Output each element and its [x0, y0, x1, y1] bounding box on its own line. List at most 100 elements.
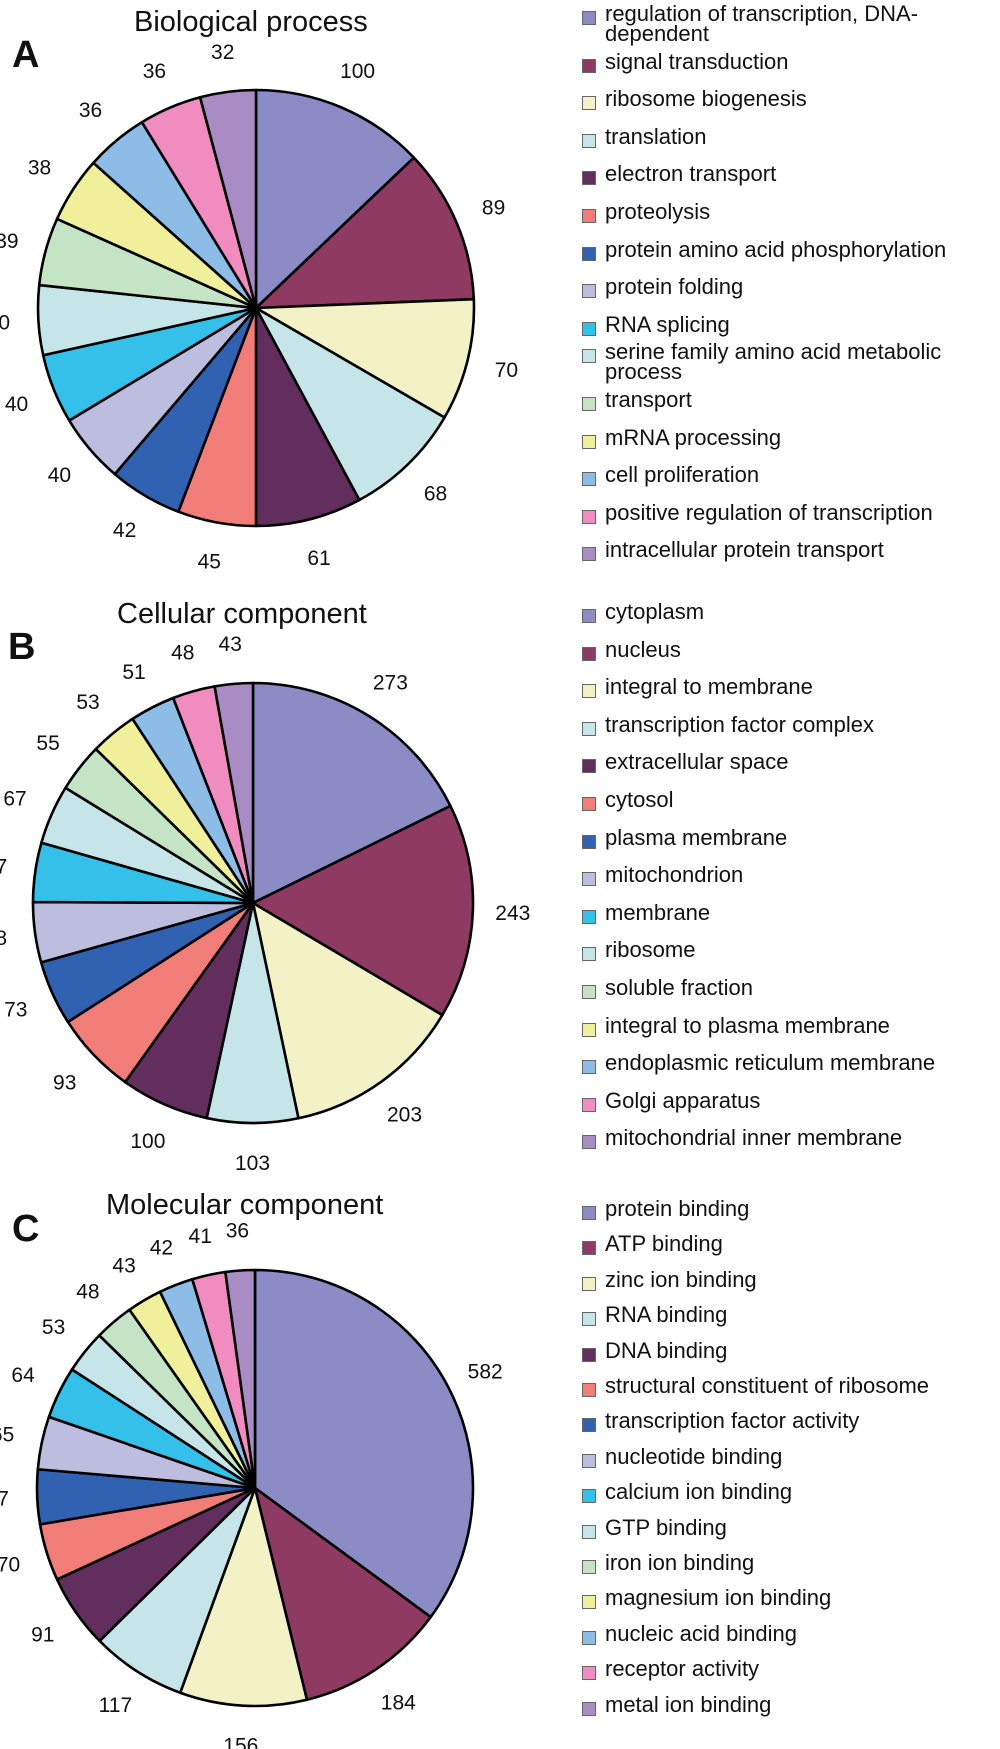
data-label-4: 68	[424, 482, 447, 505]
legend-swatch	[582, 1595, 596, 1610]
legend-swatch	[582, 133, 596, 148]
legend-label: intracellular protein transport	[605, 537, 884, 563]
legend-item: ribosome biogenesis	[582, 88, 1000, 111]
legend-swatch	[582, 1630, 596, 1645]
legend-label: nucleus	[605, 636, 681, 662]
legend-item: protein amino acid phosphorylation	[582, 238, 1000, 261]
data-label-6: 93	[53, 1071, 76, 1094]
legend-item: nucleotide binding	[582, 1443, 1000, 1469]
data-label-2: 89	[482, 196, 505, 219]
pie-slice-5	[254, 306, 361, 528]
legend-swatch	[582, 1347, 596, 1362]
legend-label: nucleic acid binding	[605, 1620, 798, 1646]
legend-label: regulation of transcription, DNA-depende…	[605, 1, 919, 46]
legend-label: cell proliferation	[605, 462, 760, 488]
legend-label: RNA binding	[605, 1302, 728, 1328]
legend-label: transcription factor activity	[605, 1408, 860, 1434]
legend-swatch	[582, 1383, 596, 1397]
pie-slice-15	[198, 88, 258, 310]
pie-slice-15	[224, 1268, 257, 1490]
legend-swatch	[582, 797, 596, 811]
pie-slice-1	[254, 88, 416, 310]
legend-swatch	[582, 721, 596, 736]
data-label-8: 40	[48, 464, 71, 487]
legend-item: mRNA processing	[582, 424, 1000, 450]
legend-swatch	[582, 434, 596, 449]
legend-label: translation	[605, 123, 707, 149]
legend-label: signal transduction	[605, 48, 789, 74]
legend-swatch	[582, 834, 596, 849]
pie-chart: 27324320310310093736867675553514843	[0, 633, 530, 1175]
legend-swatch	[582, 96, 596, 111]
legend-swatch	[582, 171, 596, 186]
legend-item: extracellular space	[582, 751, 1000, 774]
data-label-15: 32	[211, 41, 234, 64]
panel-letter: A	[12, 34, 40, 76]
legend-label: Golgi apparatus	[605, 1087, 761, 1113]
legend-label: nucleotide binding	[605, 1443, 783, 1469]
legend-label: protein folding	[605, 274, 744, 300]
legend-item: DNA binding	[582, 1337, 1000, 1363]
legend-label: structural constituent of ribosome	[605, 1373, 930, 1398]
legend-item: regulation of transcription, DNA-depende…	[582, 1, 1000, 46]
legend-swatch	[582, 684, 596, 699]
legend-swatch	[582, 349, 596, 364]
data-label-5: 61	[307, 547, 330, 570]
data-label-11: 55	[36, 732, 59, 755]
panel-letter: B	[8, 626, 36, 668]
legend-item: structural constituent of ribosome	[582, 1373, 1000, 1398]
legend-swatch	[582, 284, 596, 299]
data-label-7: 73	[4, 999, 27, 1022]
legend-item: nucleus	[582, 636, 1000, 662]
legend-item: positive regulation of transcription	[582, 499, 1000, 525]
legend-label: cytosol	[605, 787, 674, 812]
legend-label: mRNA processing	[605, 424, 782, 450]
chart-title: Cellular component	[117, 598, 367, 630]
data-label-12: 53	[76, 691, 99, 714]
data-label-1: 273	[373, 671, 408, 694]
data-label-13: 36	[79, 99, 102, 122]
data-label-5: 91	[31, 1624, 54, 1647]
legend-item: proteolysis	[582, 201, 1000, 223]
legend-label: calcium ion binding	[605, 1479, 793, 1505]
data-label-14: 41	[189, 1225, 212, 1248]
legend-swatch	[582, 985, 596, 999]
data-label-9: 64	[11, 1364, 35, 1387]
legend-swatch	[582, 872, 596, 887]
legend-swatch	[582, 1524, 596, 1539]
pie-slice-2	[251, 804, 475, 1017]
data-label-11: 48	[76, 1280, 99, 1303]
data-label-1: 100	[340, 60, 375, 83]
data-label-4: 103	[235, 1152, 270, 1175]
legend-item: intracellular protein transport	[582, 537, 1000, 563]
legend-item: RNA splicing	[582, 313, 1000, 336]
legend-item: transport	[582, 389, 1000, 411]
legend-item: ribosome	[582, 939, 1000, 962]
legend-label: mitochondrion	[605, 862, 744, 888]
legend-swatch	[582, 1022, 596, 1037]
legend-swatch	[582, 1206, 596, 1220]
legend-label: plasma membrane	[605, 824, 788, 850]
legend-label: transcription factor complex	[605, 711, 874, 737]
legend-label: cytoplasm	[605, 599, 705, 624]
legend-item: transcription factor activity	[582, 1408, 1000, 1434]
legend-label: positive regulation of transcription	[605, 499, 933, 525]
legend-item: mitochondrion	[582, 862, 1000, 888]
legend-item: metal ion binding	[582, 1693, 1000, 1716]
legend-item: protein binding	[582, 1198, 1000, 1220]
legend-item: electron transport	[582, 163, 1000, 186]
legend-swatch	[582, 646, 596, 661]
data-label-3: 70	[495, 359, 518, 382]
legend-label: DNA binding	[605, 1337, 728, 1363]
legend-item: protein folding	[582, 274, 1000, 300]
legend-item: GTP binding	[582, 1516, 1000, 1539]
pie-slice-3	[251, 901, 444, 1120]
data-label-9: 40	[5, 393, 28, 416]
data-label-15: 36	[226, 1220, 249, 1243]
data-label-9: 67	[0, 856, 7, 879]
legend-item: integral to membrane	[582, 676, 1000, 699]
